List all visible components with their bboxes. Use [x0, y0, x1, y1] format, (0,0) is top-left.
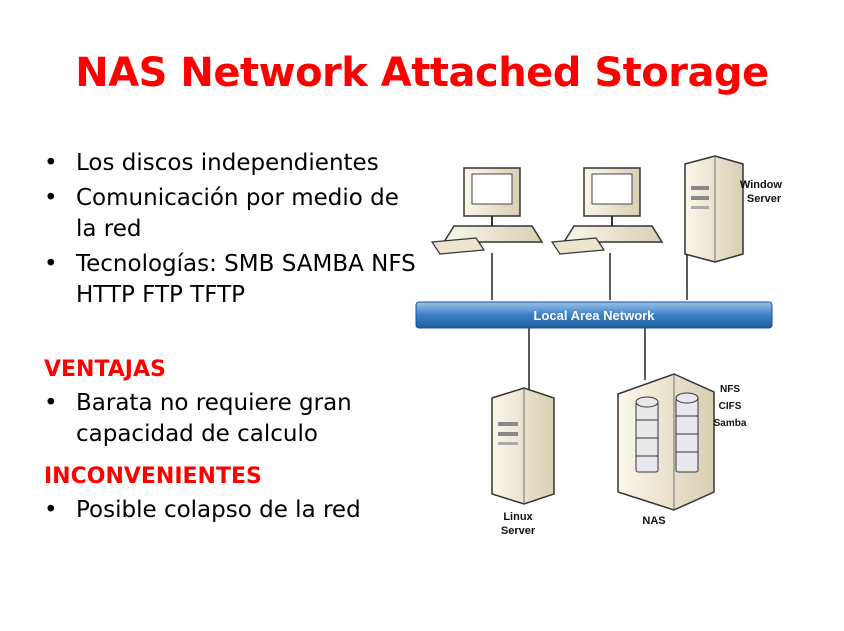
local-area-network-bar: Local Area Network [415, 301, 773, 329]
protocol-label: NFS [720, 384, 740, 395]
windows-server-label: Server [747, 193, 782, 205]
inconvenientes-heading: INCONVENIENTES [44, 464, 262, 489]
text-column: Los discos independientes Comunicación p… [44, 148, 424, 530]
network-diagram: Windows Server Local Area Network Linux … [415, 155, 782, 537]
page-title: NAS Network Attached Storage [75, 50, 769, 96]
bullet-item: Los discos independientes [44, 148, 424, 179]
protocol-label: CIFS [719, 401, 742, 412]
computer-icon [430, 167, 544, 255]
bullet-item: Comunicación por medio de la red [44, 183, 424, 245]
server-icon [684, 155, 744, 263]
bullet-item: Posible colapso de la red [44, 495, 424, 526]
network-label: Local Area Network [534, 308, 656, 323]
bullet-item: Barata no requiere gran capacidad de cal… [44, 388, 424, 450]
windows-server-label: Windows [740, 179, 782, 191]
ventajas-heading: VENTAJAS [44, 357, 166, 382]
bullet-item: Tecnologías: SMB SAMBA NFS HTTP FTP TFTP [44, 249, 424, 311]
nas-label: NAS [642, 515, 665, 527]
computer-icon [550, 167, 664, 255]
linux-server-label: Linux [503, 511, 533, 523]
linux-server-label: Server [501, 525, 536, 537]
protocol-label: Samba [714, 418, 747, 429]
server-icon [491, 387, 555, 505]
nas-storage-icon [617, 373, 715, 511]
